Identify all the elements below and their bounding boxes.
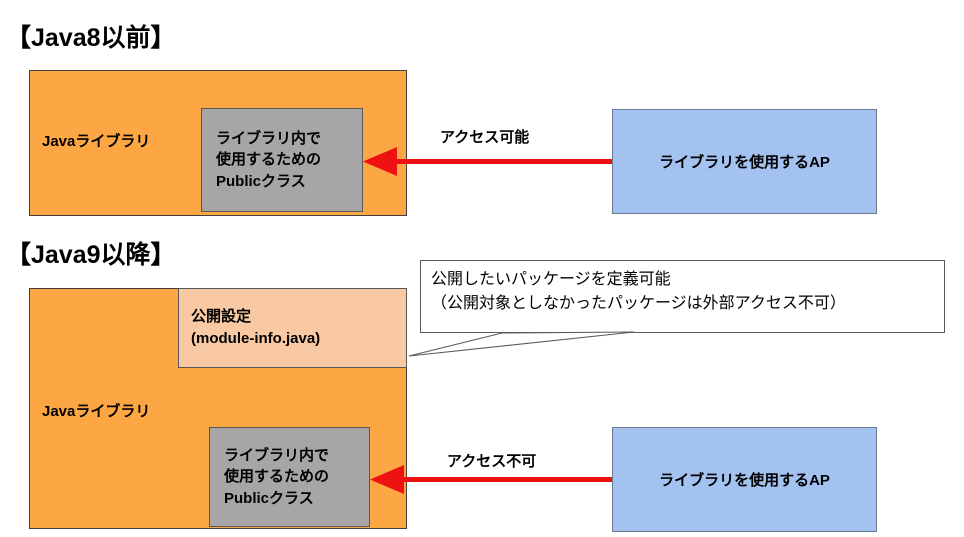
public-class-line-1: ライブラリ内で — [216, 130, 322, 148]
public-class-line-3: Publicクラス — [216, 172, 306, 190]
public-class-line-2: 使用するための — [216, 151, 322, 169]
section-heading-java8: 【Java8以前】 — [6, 24, 176, 52]
module-info-line-2: (module-info.java) — [191, 330, 321, 347]
callout-pointer-tail — [404, 330, 635, 362]
java-library-label-after: Javaライブラリ — [42, 403, 151, 420]
module-info-line-1: 公開設定 — [191, 308, 252, 326]
access-arrow-before — [360, 143, 616, 179]
callout-line-2: （公開対象としなかったパッケージは外部アクセス不可） — [431, 295, 846, 313]
java-library-label-before: Javaライブラリ — [42, 133, 151, 150]
consumer-ap-box-before: ライブラリを使用するAP — [612, 109, 877, 214]
public-class-text-after: ライブラリ内で 使用するための Publicクラス — [210, 445, 329, 509]
public-class-box-before: ライブラリ内で 使用するための Publicクラス — [201, 108, 363, 212]
public-class-box-after: ライブラリ内で 使用するための Publicクラス — [209, 427, 370, 527]
access-arrow-after-svg — [370, 465, 616, 494]
public-class-text-before: ライブラリ内で 使用するための Publicクラス — [202, 128, 321, 192]
public-class-after-line-1: ライブラリ内で — [224, 447, 330, 465]
access-arrow-after — [367, 461, 616, 497]
callout-line-1: 公開したいパッケージを定義可能 — [431, 271, 671, 288]
module-info-text: 公開設定 (module-info.java) — [179, 306, 320, 350]
access-arrow-before-svg — [363, 147, 616, 176]
consumer-ap-label-before: ライブラリを使用するAP — [659, 154, 830, 171]
section-heading-java9: 【Java9以降】 — [6, 241, 176, 269]
public-class-after-line-2: 使用するための — [224, 468, 330, 486]
module-info-box: 公開設定 (module-info.java) — [178, 288, 407, 368]
callout-text: 公開したいパッケージを定義可能 （公開対象としなかったパッケージは外部アクセス不… — [421, 261, 944, 317]
callout-box: 公開したいパッケージを定義可能 （公開対象としなかったパッケージは外部アクセス不… — [420, 260, 945, 333]
consumer-ap-label-after: ライブラリを使用するAP — [659, 472, 830, 489]
access-arrow-label-after: アクセス不可 — [447, 453, 537, 470]
access-arrow-label-before: アクセス可能 — [440, 129, 530, 146]
consumer-ap-box-after: ライブラリを使用するAP — [612, 427, 877, 532]
public-class-after-line-3: Publicクラス — [224, 489, 314, 507]
callout-pointer-tail-svg — [408, 331, 635, 357]
